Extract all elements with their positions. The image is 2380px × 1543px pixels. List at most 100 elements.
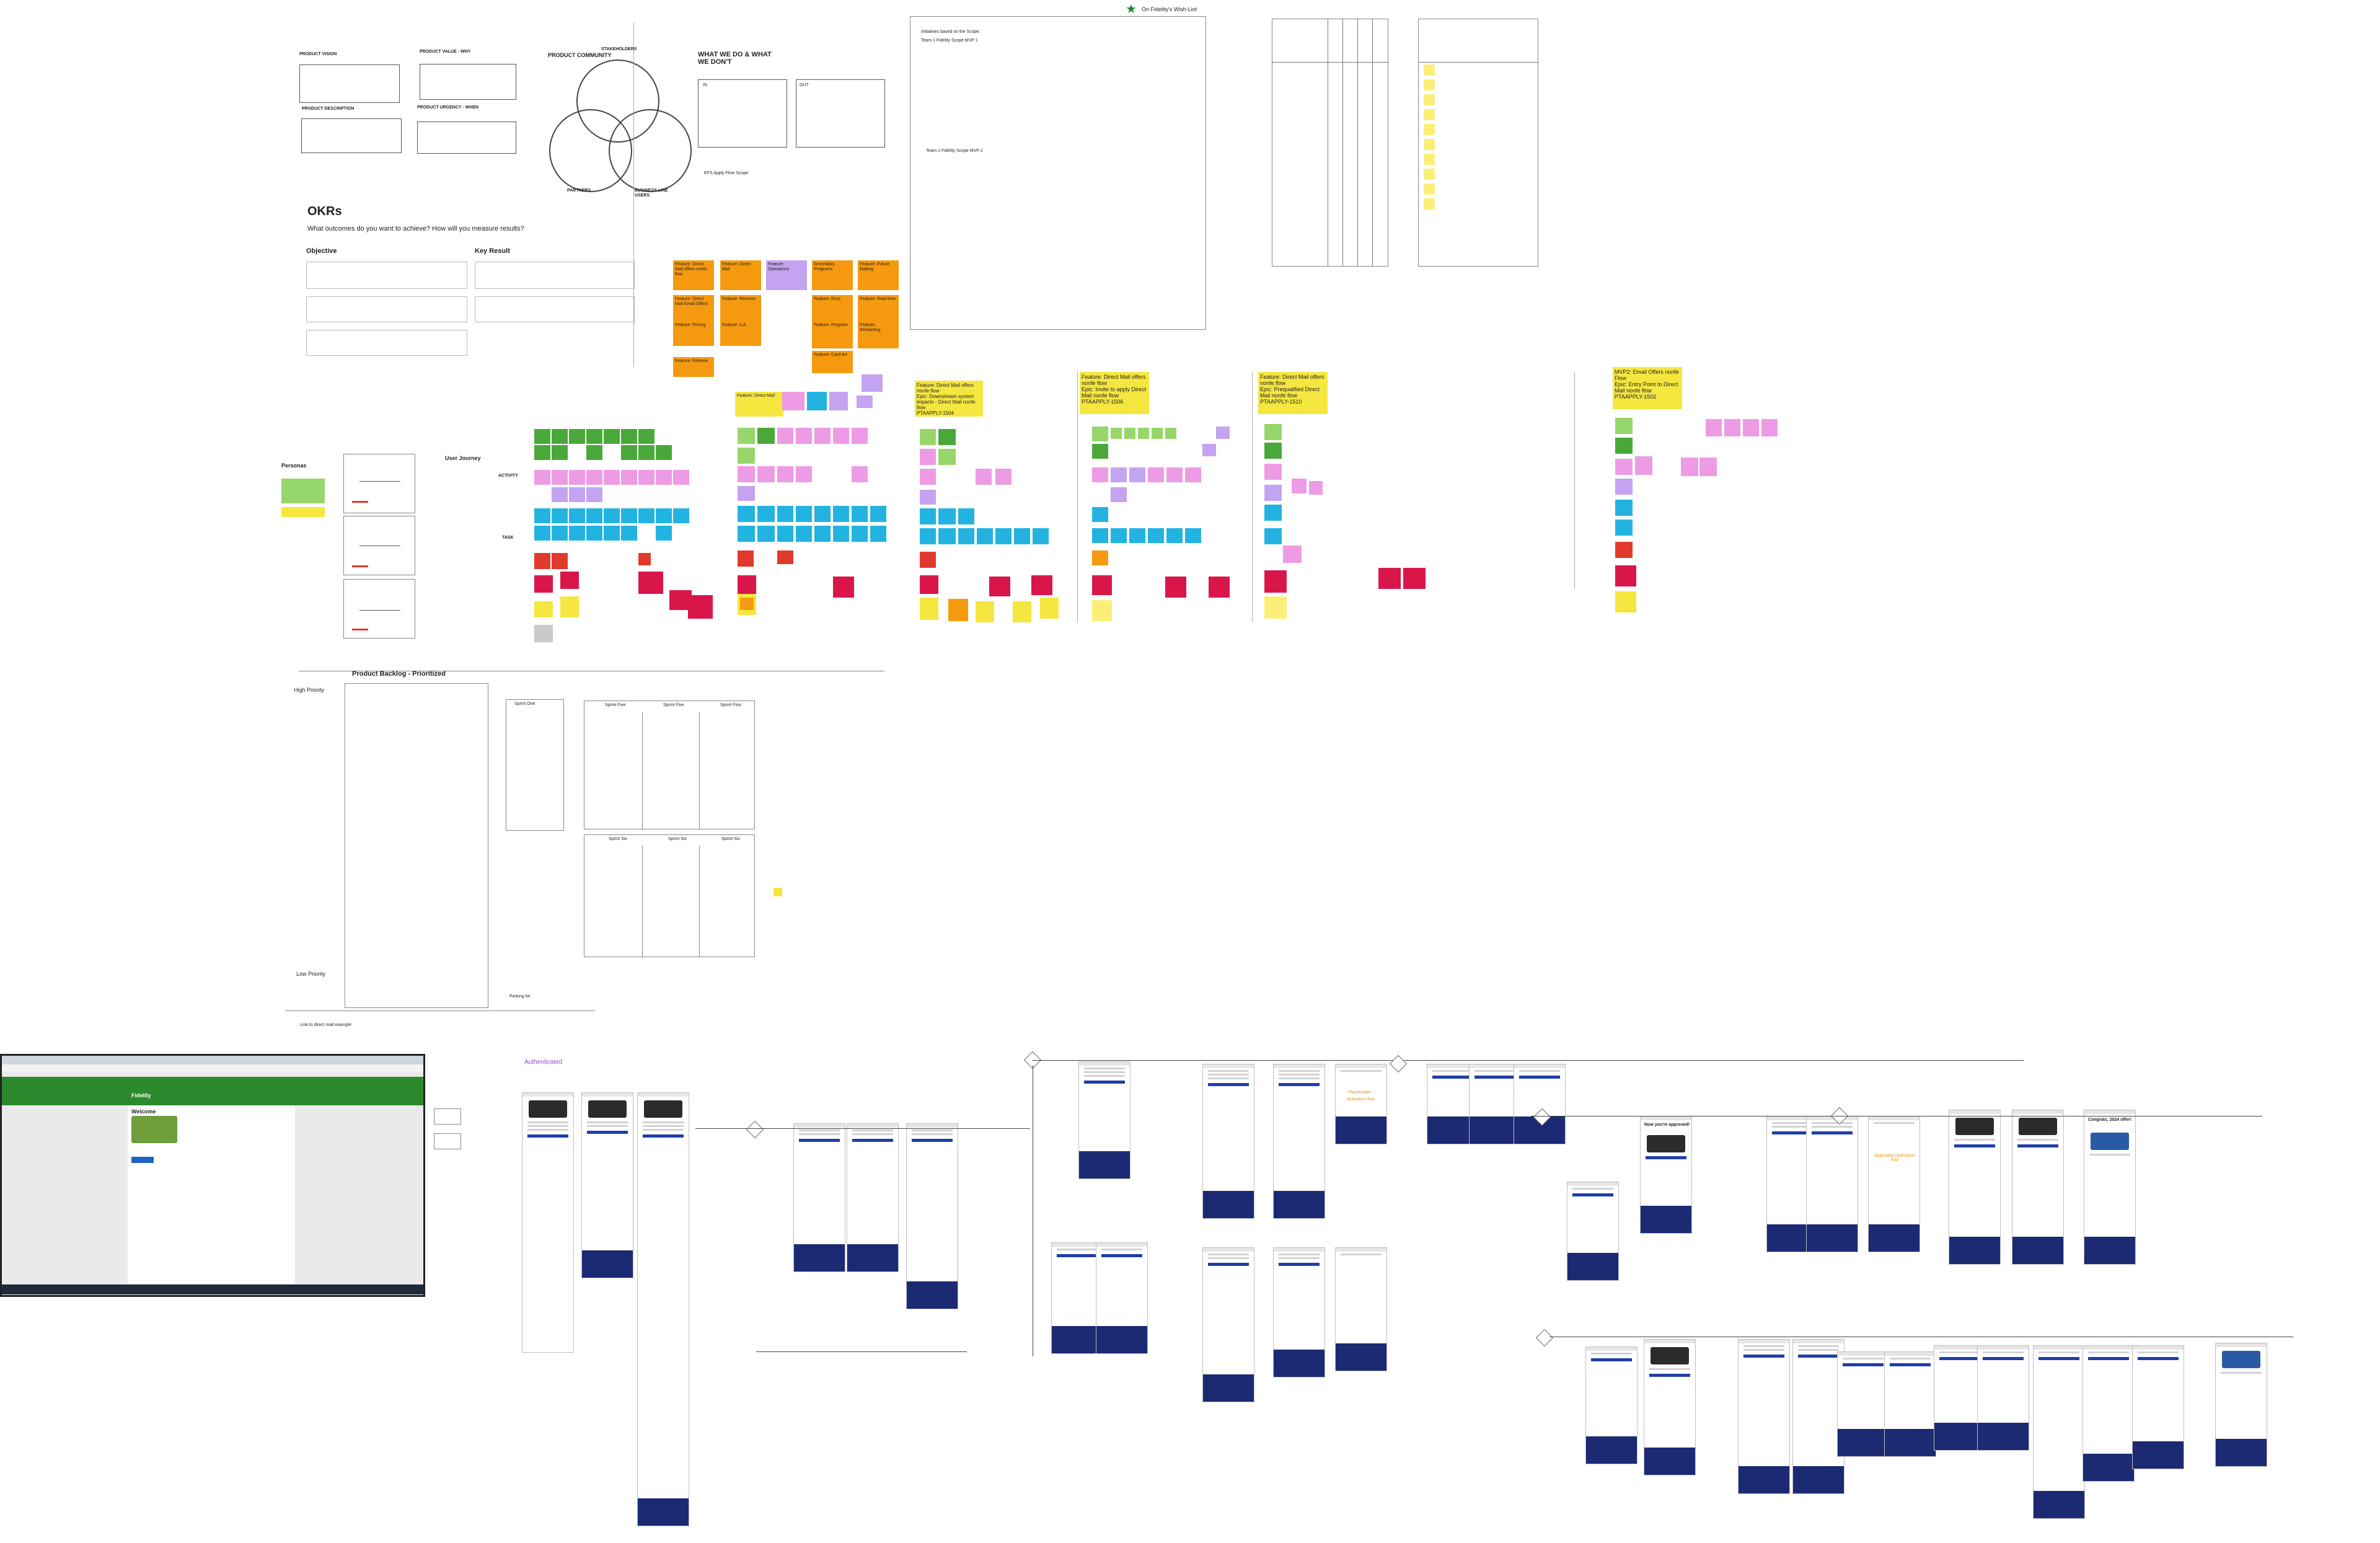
sticky-note[interactable] [738, 448, 755, 464]
sticky-note[interactable] [552, 470, 568, 485]
sticky-note[interactable] [281, 479, 325, 503]
screen-decline-1[interactable] [793, 1123, 845, 1272]
continue-button[interactable] [131, 1157, 154, 1163]
sticky-note[interactable] [1378, 568, 1401, 589]
initiatives-panel[interactable] [910, 16, 1206, 330]
sticky-note[interactable]: Feature: Real-time [858, 295, 899, 324]
sticky-note[interactable] [757, 428, 775, 444]
sticky-note[interactable] [621, 508, 637, 523]
feature-f2[interactable]: Feature: Direct Mail offers nonfe flow E… [1080, 372, 1149, 414]
sticky-note[interactable] [586, 470, 602, 485]
sticky-note[interactable] [1185, 528, 1201, 543]
sticky-note[interactable] [1699, 458, 1717, 476]
sticky-note[interactable] [833, 506, 849, 522]
sticky-note[interactable] [774, 888, 782, 896]
sticky-note[interactable] [673, 508, 689, 523]
sticky-note[interactable] [1202, 444, 1216, 456]
sticky-note[interactable] [656, 445, 672, 460]
sticky-note[interactable] [938, 508, 956, 524]
sticky-note[interactable] [738, 466, 755, 482]
sticky-note[interactable] [1424, 169, 1435, 180]
sticky-note[interactable] [534, 470, 550, 485]
sticky-note[interactable]: Feature: Pricing [673, 321, 714, 346]
sticky-note[interactable]: Feature: Release [673, 357, 714, 377]
sticky-note[interactable] [569, 508, 585, 523]
screen-d1[interactable] [1585, 1346, 1637, 1464]
sticky-note[interactable] [757, 466, 775, 482]
sticky-note[interactable] [1152, 428, 1163, 439]
sticky-note[interactable] [920, 490, 936, 505]
browser-tabbar[interactable] [2, 1056, 423, 1064]
sticky-note[interactable]: Feature: Operations [766, 260, 807, 290]
sticky-note[interactable] [1031, 575, 1052, 595]
sticky-note[interactable]: Feature: Direct Mail offers nonfe flow [673, 260, 714, 290]
sticky-note[interactable] [1111, 467, 1127, 482]
sticky-note[interactable] [1092, 444, 1108, 459]
objective-field[interactable] [306, 262, 467, 289]
sticky-note[interactable]: Feature: Remove [720, 295, 761, 324]
sticky-note[interactable] [948, 599, 968, 621]
sticky-note[interactable] [1092, 507, 1108, 522]
sticky-note[interactable]: Feature: Remaining [858, 321, 899, 348]
sticky-note[interactable] [938, 449, 956, 465]
sticky-note[interactable] [1424, 94, 1435, 105]
screen-b3[interactable]: Application Activation flow [1868, 1116, 1920, 1252]
sticky-note[interactable]: Feature: Future Mailing [858, 260, 899, 290]
product-urgency-box[interactable] [417, 122, 516, 154]
sticky-note[interactable] [569, 526, 585, 541]
sticky-note[interactable] [1216, 427, 1230, 439]
sticky-note[interactable] [740, 598, 754, 610]
feature-f3[interactable]: Feature: Direct Mail offers nonfe flow E… [1258, 372, 1328, 414]
sticky-note[interactable] [1185, 467, 1201, 482]
screen-decline-2[interactable] [847, 1123, 899, 1272]
sticky-note[interactable] [1615, 438, 1633, 454]
sticky-note[interactable] [757, 526, 775, 542]
sticky-note[interactable] [638, 470, 654, 485]
sticky-note[interactable] [1264, 596, 1287, 619]
sticky-note[interactable] [604, 429, 620, 444]
frame[interactable] [434, 1133, 461, 1149]
product-value-box[interactable] [420, 64, 516, 100]
sticky-note[interactable] [777, 466, 793, 482]
sticky-note[interactable] [1092, 575, 1112, 595]
sticky-note[interactable] [604, 526, 620, 541]
sticky-note[interactable] [1615, 479, 1633, 495]
sticky-note[interactable] [852, 428, 868, 444]
screen-d2[interactable] [1644, 1339, 1696, 1475]
sticky-note[interactable] [281, 507, 325, 517]
sticky-note[interactable] [552, 553, 568, 569]
sticky-note[interactable] [534, 445, 550, 460]
screen-offer-2[interactable] [637, 1092, 689, 1526]
sticky-note[interactable] [833, 526, 849, 542]
feature-f1[interactable]: Feature: Direct Mail offers nonfe flow E… [915, 381, 983, 417]
sticky-note[interactable] [920, 429, 936, 445]
sticky-note[interactable] [920, 469, 936, 485]
sticky-note[interactable] [586, 526, 602, 541]
sticky-note[interactable] [1165, 577, 1186, 598]
sticky-note[interactable] [977, 528, 993, 544]
sticky-note[interactable] [621, 470, 637, 485]
sticky-note[interactable] [621, 526, 637, 541]
screen-a3[interactable] [1273, 1064, 1325, 1219]
key-result-field[interactable] [475, 296, 635, 322]
sticky-note[interactable] [1148, 467, 1164, 482]
sticky-note[interactable] [833, 577, 854, 598]
sticky-note[interactable] [638, 429, 654, 444]
key-result-field[interactable] [475, 262, 635, 289]
screen-authenticated[interactable] [522, 1092, 574, 1353]
sticky-note[interactable] [938, 528, 956, 544]
sprint-board-bottom[interactable] [584, 834, 755, 957]
sticky-note[interactable]: Feature: Direct Mail [735, 392, 783, 417]
sticky-note[interactable] [738, 526, 755, 542]
sticky-note[interactable] [1033, 528, 1049, 544]
screen-c3[interactable] [1202, 1247, 1254, 1402]
sticky-note[interactable] [1040, 598, 1059, 619]
sticky-note[interactable] [958, 528, 974, 544]
sticky-note[interactable] [1403, 568, 1426, 589]
screen-decline-3[interactable] [906, 1123, 958, 1309]
sticky-note[interactable] [552, 429, 568, 444]
taskbar[interactable] [2, 1284, 423, 1294]
screen-d3[interactable] [1738, 1339, 1790, 1494]
sticky-note[interactable] [777, 428, 793, 444]
sticky-note[interactable] [638, 553, 651, 565]
